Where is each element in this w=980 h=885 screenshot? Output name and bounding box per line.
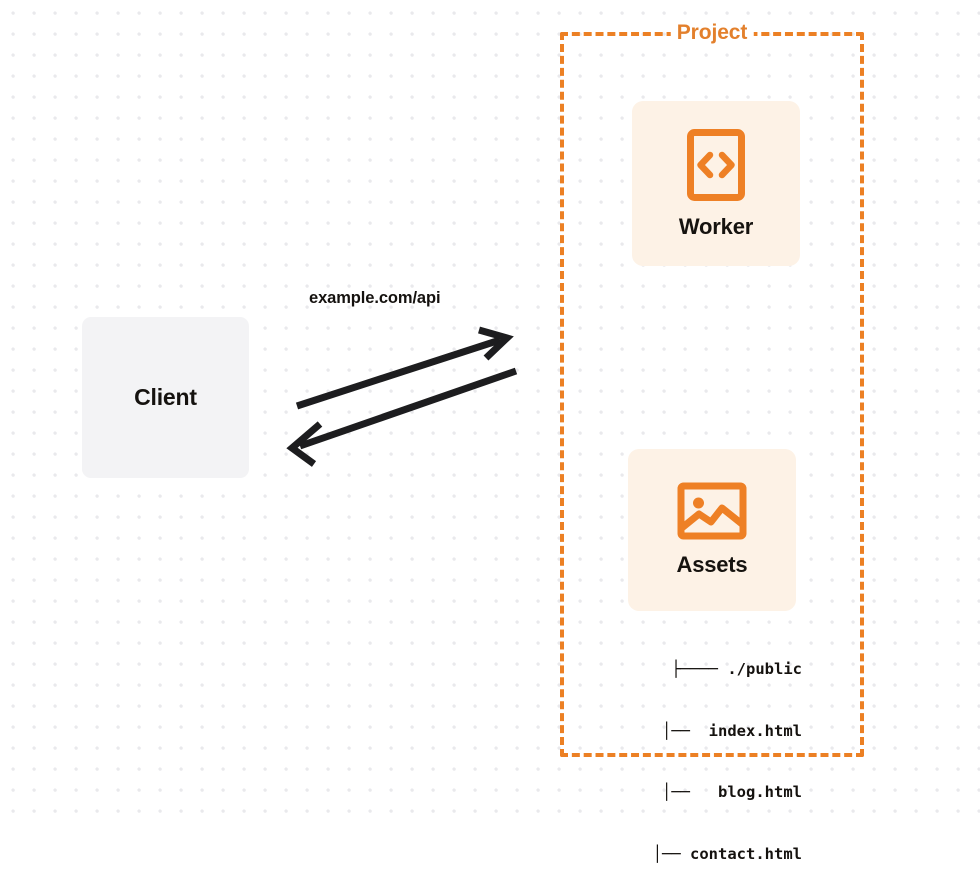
file-tree-row: │── blog.html — [662, 783, 802, 801]
assets-card[interactable]: Assets — [628, 449, 796, 611]
project-group-title: Project — [670, 21, 754, 45]
project-group-boundary: Project — [560, 21, 864, 757]
worker-card-label: Worker — [678, 213, 754, 239]
assets-card-label: Assets — [676, 552, 748, 577]
file-tree-row: ├──── ./public — [671, 660, 802, 678]
request-arrow — [295, 326, 514, 410]
diagram-canvas — [286, 326, 518, 467]
connection-label: example.com/api — [309, 289, 441, 307]
file-tree-row: │── index.html — [662, 721, 802, 740]
worker-card[interactable]: Worker — [632, 101, 800, 266]
client-node[interactable]: Client — [82, 317, 249, 478]
image-icon — [677, 482, 747, 540]
assets-file-tree: ├──── ./public │── index.html │── blog.h… — [608, 618, 802, 885]
client-node-label: Client — [134, 384, 197, 410]
file-tree-row: │── contact.html — [652, 844, 802, 863]
response-arrow — [286, 367, 518, 467]
code-brackets-icon — [686, 128, 746, 202]
